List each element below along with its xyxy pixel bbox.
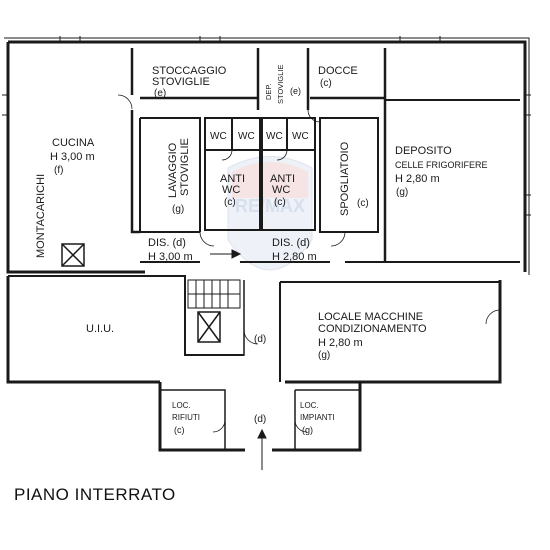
label-macchine-code: (g) [318, 350, 330, 361]
label-dis-left-2: H 3,00 m [148, 251, 193, 263]
label-impianti-2: IMPIANTI [300, 413, 335, 422]
label-rifiuti-2: RIFIUTI [172, 413, 200, 422]
label-wc-2: WC [238, 131, 255, 142]
label-anti-wc-right-2: WC [272, 184, 290, 196]
label-deposito-1: DEPOSITO [395, 145, 452, 157]
label-cucina-code: (f) [54, 165, 63, 176]
label-wc-3: WC [266, 131, 283, 142]
label-anti-wc-right-1: ANTI [270, 173, 295, 185]
label-impianti-1: LOC. [300, 401, 319, 410]
entry-arrows [210, 249, 267, 470]
interior-walls [130, 48, 520, 450]
label-stoccaggio-code: (e) [154, 88, 166, 99]
room-labels: STOCCAGGIO STOVIGLIE (e) DEP. STOVIGLIE … [35, 65, 488, 435]
label-cucina-1: CUCINA [52, 137, 95, 149]
label-lavaggio-1: LAVAGGIO [167, 142, 179, 198]
staircase [187, 279, 241, 309]
remax-watermark: RE/MAX [227, 156, 313, 271]
label-stoccaggio-1: STOCCAGGIO [152, 65, 227, 77]
label-stoccaggio-2: STOVIGLIE [152, 76, 210, 88]
lift-shaft-small [61, 243, 85, 267]
label-rifiuti-1: LOC. [172, 401, 191, 410]
label-anti-wc-left-2: WC [222, 184, 240, 196]
label-dep-code: (e) [290, 86, 301, 96]
label-uiu: U.I.U. [86, 323, 114, 335]
label-cucina-2: H 3,00 m [50, 151, 95, 163]
label-anti-wc-right-code: (c) [274, 197, 286, 208]
door-swings [117, 94, 501, 433]
label-deposito-3: H 2,80 m [395, 173, 440, 185]
label-deposito-2: CELLE FRIGORIFERE [395, 160, 488, 170]
label-corridor-code-2: (d) [254, 414, 266, 425]
label-spogliatoio: SPOGLIATOIO [339, 141, 351, 216]
label-anti-wc-left-1: ANTI [220, 173, 245, 185]
label-corridor-code-1: (d) [254, 334, 266, 345]
label-impianti-code: (g) [302, 425, 313, 435]
label-spogliatoio-code: (c) [357, 198, 369, 209]
window-marks [2, 36, 531, 216]
label-macchine-3: H 2,80 m [318, 337, 363, 349]
label-wc-4: WC [292, 131, 309, 142]
label-docce-code: (c) [320, 78, 332, 89]
watermark-text: RE/MAX [235, 196, 305, 216]
label-anti-wc-left-code: (c) [224, 197, 236, 208]
label-lavaggio-2: STOVIGLIE [179, 138, 191, 196]
label-dis-right-2: H 2,80 m [272, 251, 317, 263]
label-lavaggio-code: (g) [172, 204, 184, 215]
floor-title: PIANO INTERRATO [14, 485, 176, 504]
label-wc-1: WC [210, 131, 227, 142]
label-dis-right-1: DIS. (d) [272, 237, 310, 249]
label-docce: DOCCE [318, 65, 358, 77]
label-dep-2: STOVIGLIE [276, 65, 285, 104]
label-macchine-1: LOCALE MACCHINE [318, 311, 423, 323]
label-rifiuti-code: (c) [174, 425, 185, 435]
lift-shaft-large [197, 311, 221, 343]
label-dis-left-1: DIS. (d) [148, 237, 186, 249]
label-macchine-2: CONDIZIONAMENTO [318, 323, 427, 335]
label-montacarichi: MONTACARICHI [35, 174, 47, 258]
label-deposito-code: (g) [396, 187, 408, 198]
label-dep-1: DEP. [264, 83, 273, 100]
